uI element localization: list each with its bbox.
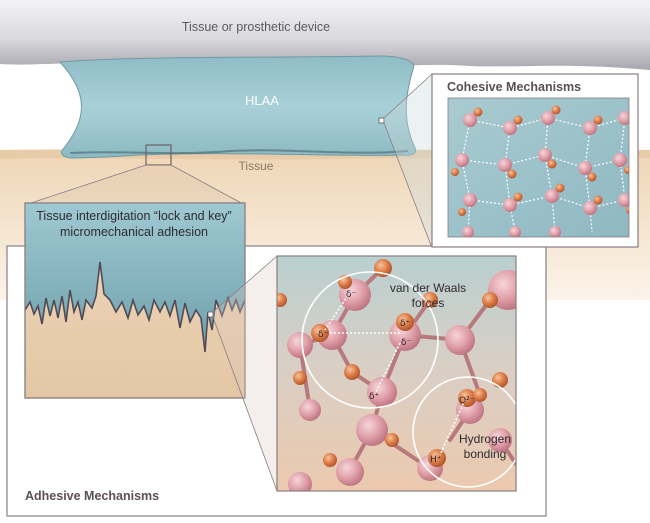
hlaa-column: [58, 55, 417, 159]
molecular-view: δ⁻ δ⁻ δ⁺ δ⁻ δ⁺ O²⁻ H⁺: [276, 255, 517, 492]
interdigitation-label-line1: Tissue interdigitation “lock and key”: [36, 209, 231, 223]
interface-zoom-marker: [145, 144, 172, 166]
hydrogen-bond-circle: [412, 376, 516, 488]
charge-delta-plus-2: δ⁺: [369, 392, 380, 402]
charge-delta-minus-3: δ⁻: [401, 338, 412, 348]
cohesive-mechanisms-title: Cohesive Mechanisms: [447, 80, 581, 94]
charge-delta-minus-2: δ⁻: [318, 330, 329, 340]
hlaa-label: HLAA: [245, 93, 279, 108]
van-der-waals-circle: [301, 271, 439, 409]
charge-hydrogen: H⁺: [430, 455, 442, 465]
top-surface-label: Tissue or prosthetic device: [182, 20, 330, 34]
hydrogen-bonding-label-line1: Hydrogen: [459, 432, 511, 446]
bottom-surface-label: Tissue: [239, 159, 274, 173]
interdigitation-inset: [24, 202, 246, 399]
device-layer: [0, 0, 650, 70]
molecular-zoom-marker: [207, 311, 214, 318]
charge-oxygen: O²⁻: [459, 396, 475, 406]
adhesive-mechanisms-title: Adhesive Mechanisms: [25, 489, 159, 503]
charge-delta-minus-1: δ⁻: [346, 290, 357, 300]
interdigitation-label-line2: micromechanical adhesion: [60, 225, 208, 239]
charge-delta-plus-1: δ⁺: [400, 319, 411, 329]
van-der-waals-label-line1: van der Waals: [390, 281, 466, 295]
cohesive-zoom-marker: [378, 117, 385, 124]
hydrogen-bonding-label-line2: bonding: [464, 447, 507, 461]
van-der-waals-label-line2: forces: [412, 296, 445, 310]
cohesive-network: [447, 97, 630, 238]
